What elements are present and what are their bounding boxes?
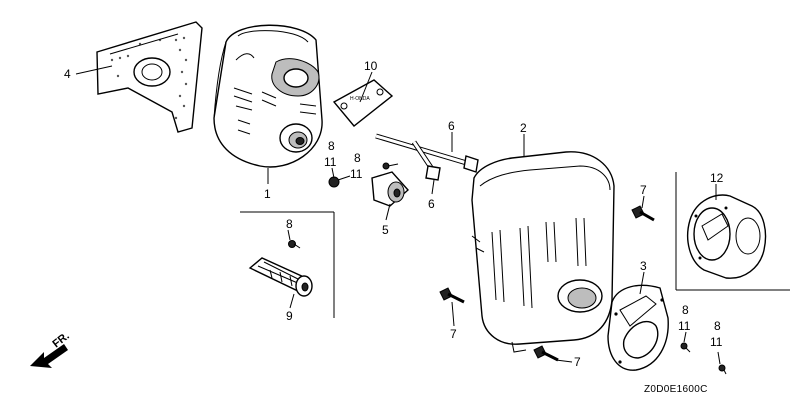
callout-1: 1 bbox=[264, 187, 271, 201]
callout-4: 4 bbox=[64, 67, 71, 81]
muffler-cover[interactable] bbox=[471, 151, 615, 353]
callout-8-lower-a: 8 bbox=[682, 303, 689, 317]
flange-bolt-left[interactable] bbox=[439, 287, 465, 304]
exhaust-joint[interactable] bbox=[371, 171, 409, 207]
group-divider-right bbox=[675, 172, 790, 291]
drawing-code: Z0D0E1600C bbox=[644, 384, 708, 395]
tapping-screw-upper-2[interactable] bbox=[382, 162, 399, 170]
callout-6-top: 6 bbox=[448, 119, 455, 133]
flange-bolt-bottom[interactable] bbox=[533, 345, 559, 362]
front-direction-indicator: FR. bbox=[30, 330, 72, 368]
spark-arrester-screen[interactable] bbox=[248, 257, 313, 297]
callout-labels: 4 1 2 3 10 6 6 5 8 11 8 11 8 9 7 7 7 8 1… bbox=[64, 59, 724, 369]
callout-8-upper: 8 bbox=[328, 139, 335, 153]
callout-7-left: 7 bbox=[450, 327, 457, 341]
callout-2: 2 bbox=[520, 121, 527, 135]
callout-3: 3 bbox=[640, 259, 647, 273]
muffler-protector-plate[interactable] bbox=[96, 21, 203, 133]
callout-8-mid: 8 bbox=[354, 151, 361, 165]
stud-bolt-long[interactable] bbox=[375, 133, 479, 173]
spark-arrester-cap[interactable] bbox=[686, 194, 767, 279]
stud-bolt-short[interactable] bbox=[411, 140, 441, 181]
leader-lines bbox=[75, 65, 721, 365]
muffler-gasket[interactable]: H·ONDA bbox=[332, 79, 394, 127]
tapping-screw-upper[interactable] bbox=[328, 175, 351, 188]
svg-text:H·ONDA: H·ONDA bbox=[350, 96, 370, 102]
exhaust-deflector[interactable] bbox=[607, 284, 669, 371]
callout-7-bottom: 7 bbox=[574, 355, 581, 369]
group-divider-left bbox=[240, 211, 335, 318]
callout-10: 10 bbox=[364, 59, 378, 73]
flange-bolt-right[interactable] bbox=[631, 205, 655, 222]
tapping-screw-lower-a[interactable] bbox=[680, 342, 691, 353]
callout-8-screen: 8 bbox=[286, 217, 293, 231]
muffler-body[interactable] bbox=[213, 24, 323, 168]
callout-8-lower-b: 8 bbox=[714, 319, 721, 333]
callout-6-bottom: 6 bbox=[428, 197, 435, 211]
screen-screw[interactable] bbox=[288, 240, 301, 249]
callout-9: 9 bbox=[286, 309, 293, 323]
front-arrow-icon bbox=[30, 344, 68, 368]
front-label: FR. bbox=[50, 330, 71, 350]
callout-11-lower-a: 11 bbox=[678, 319, 691, 333]
callout-7-right: 7 bbox=[640, 183, 647, 197]
callout-11-lower-b: 11 bbox=[710, 335, 723, 349]
callout-11-upper: 11 bbox=[324, 155, 337, 169]
callout-5: 5 bbox=[382, 223, 389, 237]
callout-12: 12 bbox=[710, 171, 724, 185]
tapping-screw-lower-b[interactable] bbox=[718, 364, 727, 375]
callout-11-mid: 11 bbox=[350, 167, 363, 181]
